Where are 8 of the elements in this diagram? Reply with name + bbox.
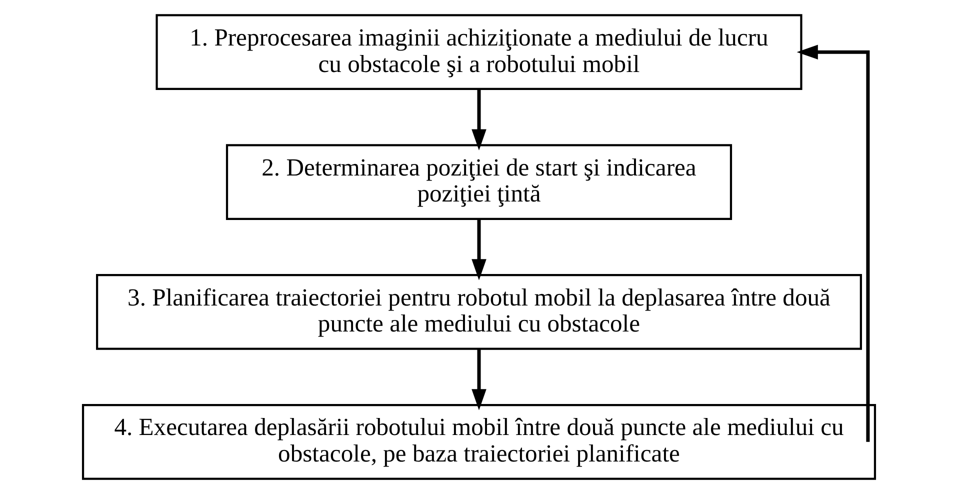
arrow (472, 348, 486, 410)
node-box: 4. Executarea deplasării robotului mobil între două puncte ale mediului cu obstacole, pe baza traiectoriei planificate (82, 404, 876, 480)
arrow (472, 218, 486, 280)
node-box: 1. Preprocesarea imaginii achiziţionate a mediului de lucru cu obstacole şi a robotului mobil (156, 14, 802, 90)
arrow (796, 44, 870, 442)
node-box: 2. Determinarea poziţiei de start şi indicarea poziţiei ţintă (226, 144, 732, 220)
arrow (472, 88, 486, 150)
node-box: 3. Planificarea traiectoriei pentru robotul mobil la deplasarea între două puncte ale mediului cu obstacole (96, 274, 862, 350)
